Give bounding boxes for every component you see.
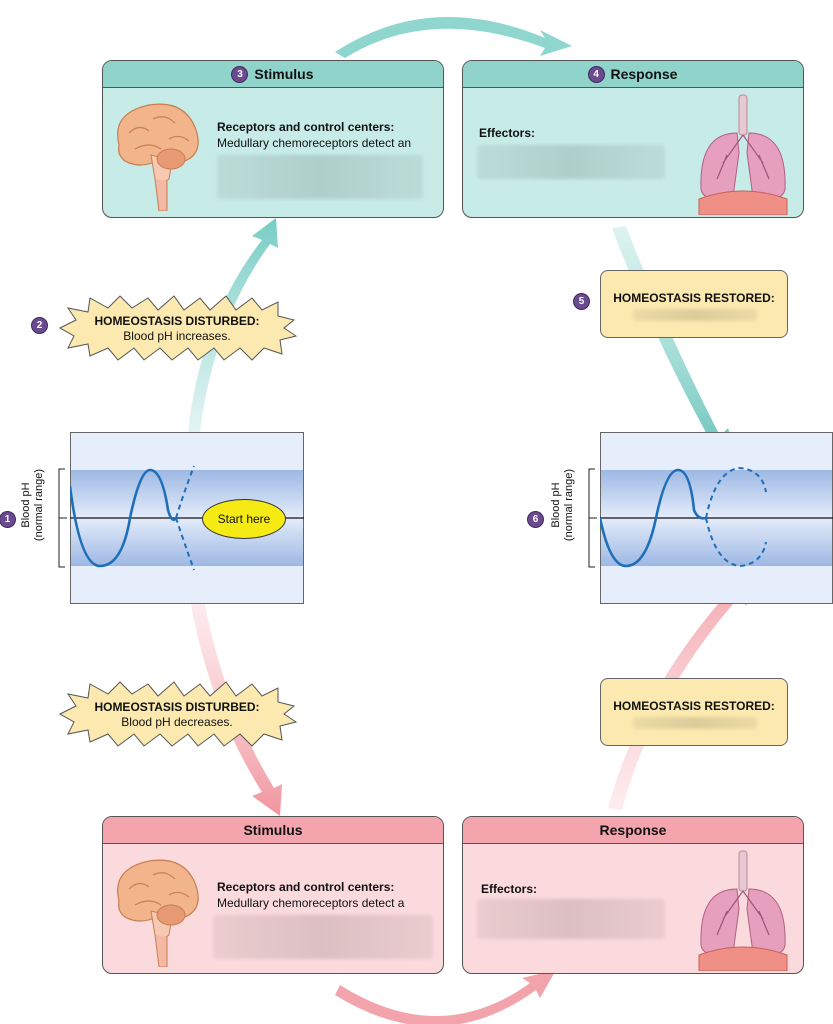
top-stimulus-text: Medullary chemoreceptors detect an (217, 136, 412, 150)
step-badge-5: 5 (574, 294, 589, 309)
right-axis-bracket (588, 468, 597, 568)
bottom-stimulus-text: Medullary chemoreceptors detect a (217, 896, 405, 910)
bottom-stimulus-heading: Receptors and control centers: (217, 880, 395, 894)
top-response-heading: Effectors: (479, 126, 536, 140)
left-wave-dashed-down (175, 517, 195, 571)
bottom-restored-heading: HOMEOSTASIS RESTORED: (613, 699, 775, 713)
bottom-disturbed-starburst (58, 681, 298, 747)
top-stimulus-title: Stimulus (254, 66, 314, 82)
top-response-blurred-answer (477, 145, 665, 179)
bottom-restored-box: HOMEOSTASIS RESTORED: (600, 678, 788, 746)
bottom-stimulus-title: Stimulus (243, 822, 303, 838)
bottom-response-blurred-answer (477, 899, 665, 939)
arrow-bottom-arc (335, 970, 556, 1024)
brain-icon (117, 859, 199, 967)
top-restored-box: HOMEOSTASIS RESTORED: (600, 270, 788, 338)
step-badge-3: 3 (232, 66, 248, 82)
lungs-icon (698, 850, 788, 971)
right-ylabel-line1: Blood pH (550, 482, 562, 528)
right-ph-graph (600, 432, 833, 604)
top-stimulus-heading: Receptors and control centers: (217, 120, 395, 134)
bottom-restored-blurred-answer (633, 717, 757, 729)
top-disturbed-text-block: HOMEOSTASIS DISTURBED: Blood pH increase… (62, 314, 292, 344)
bottom-disturbed-text: Blood pH decreases. (121, 715, 233, 729)
bottom-disturbed-text-block: HOMEOSTASIS DISTURBED: Blood pH decrease… (62, 700, 292, 730)
arrow-left-down (190, 600, 282, 816)
bottom-response-card: Response Effectors: (462, 816, 804, 974)
left-ylabel: Blood pH (normal range) (20, 445, 46, 565)
bottom-stimulus-header: Stimulus (103, 817, 443, 844)
top-disturbed-heading: HOMEOSTASIS DISTURBED: (94, 314, 260, 328)
right-wave-dashed-loop (705, 466, 767, 568)
step-badge-6: 6 (528, 512, 543, 527)
top-stimulus-blurred-answer (217, 155, 423, 199)
bottom-response-title: Response (599, 822, 667, 838)
bottom-stimulus-blurred-answer (213, 915, 433, 959)
top-response-title: Response (610, 66, 678, 82)
top-response-card: 4 Response Effectors: (462, 60, 804, 218)
arrow-left-up (188, 218, 278, 432)
right-ylabel: Blood pH (normal range) (550, 445, 576, 565)
arrow-top-arc (335, 17, 572, 58)
left-ylabel-line2: (normal range) (33, 468, 45, 542)
lungs-icon (698, 94, 788, 215)
top-disturbed-starburst (58, 295, 298, 361)
bottom-response-heading: Effectors: (481, 882, 538, 896)
top-restored-blurred-answer (633, 309, 757, 321)
left-wave-solid (70, 468, 178, 568)
step-badge-2: 2 (32, 318, 47, 333)
left-axis-bracket (58, 468, 67, 568)
left-ylabel-line1: Blood pH (20, 482, 32, 528)
top-restored-heading: HOMEOSTASIS RESTORED: (613, 291, 775, 305)
step-badge-4: 4 (588, 66, 604, 82)
bottom-stimulus-card: Stimulus Receptors and control centers: … (102, 816, 444, 974)
brain-icon (117, 103, 199, 211)
start-here-oval: Start here (202, 499, 286, 539)
top-stimulus-card: 3 Stimulus Receptors and control centers… (102, 60, 444, 218)
right-ylabel-line2: (normal range) (563, 468, 575, 542)
bottom-disturbed-heading: HOMEOSTASIS DISTURBED: (94, 700, 260, 714)
bottom-response-header: Response (463, 817, 803, 844)
top-stimulus-header: 3 Stimulus (103, 61, 443, 88)
top-disturbed-text: Blood pH increases. (123, 329, 231, 343)
top-response-header: 4 Response (463, 61, 803, 88)
right-wave-solid (600, 468, 707, 568)
step-badge-1: 1 (0, 512, 15, 527)
left-wave-dashed-up (175, 465, 195, 519)
